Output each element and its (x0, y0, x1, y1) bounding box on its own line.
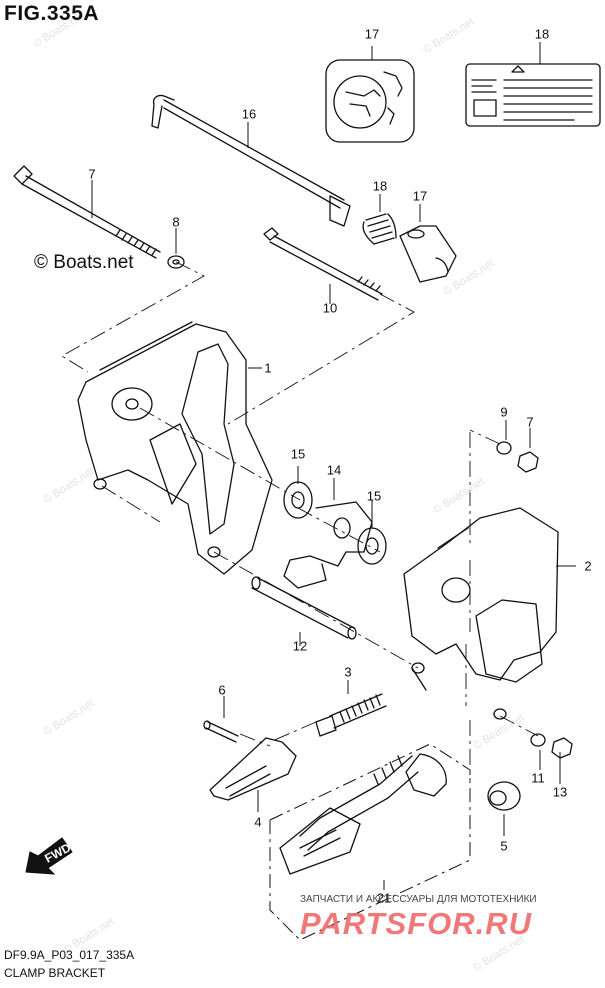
part-10-bolt (263, 227, 383, 301)
callout-9-top[interactable]: 8 (172, 214, 180, 230)
diagram-caption: CLAMP BRACKET (4, 966, 106, 980)
diagram-code: DF9.9A_P03_017_335A (4, 948, 135, 962)
part-5-pad (487, 781, 521, 811)
part-21-assembly (279, 753, 447, 875)
part-2-bracket (403, 507, 559, 720)
part-15-bushing-left (283, 481, 313, 519)
callout-10[interactable]: 10 (322, 300, 338, 316)
callout-6[interactable]: 6 (218, 682, 226, 698)
callout-15-right[interactable]: 15 (366, 488, 382, 504)
figure-title: FIG.335A (4, 2, 100, 25)
callout-21[interactable]: 21 (376, 890, 392, 906)
part-14-plate (283, 501, 373, 589)
watermark-subtitle: ЗАПЧАСТИ И АКСЕССУАРЫ ДЛЯ МОТОТЕХНИКИ (300, 894, 537, 905)
callout-1[interactable]: 1 (264, 360, 272, 376)
part-9-washer-right (496, 441, 512, 455)
construction-lines (61, 261, 539, 780)
part-3-screw (315, 693, 387, 737)
callout-11[interactable]: 11 (531, 770, 545, 786)
callout-2[interactable]: 2 (584, 558, 592, 574)
part-9-washer (167, 255, 185, 269)
callout-9-right[interactable]: 9 (500, 404, 508, 420)
part-15-bushing-right (357, 527, 387, 565)
callout-16[interactable]: 16 (241, 106, 257, 122)
callout-17[interactable]: 17 (412, 188, 428, 204)
callout-12[interactable]: 12 (292, 638, 308, 654)
callout-14[interactable]: 14 (326, 462, 342, 478)
callout-19[interactable]: 17 (364, 26, 380, 42)
callout-8[interactable]: 7 (526, 414, 534, 430)
part-18-spring (362, 213, 397, 245)
watermark-logo: PARTSFOR.RU (300, 906, 533, 941)
callout-3[interactable]: 3 (344, 664, 352, 680)
part-11-washer (530, 733, 546, 747)
part-8-nut (517, 451, 539, 473)
callout-18[interactable]: 18 (372, 178, 388, 194)
part-17-holder (399, 225, 457, 283)
part-6-pin (203, 720, 239, 743)
callout-13[interactable]: 13 (552, 784, 568, 800)
part-1-bracket (77, 321, 273, 575)
callout-4[interactable]: 4 (254, 814, 262, 830)
callout-7[interactable]: 7 (88, 166, 96, 182)
callout-20[interactable]: 18 (534, 26, 550, 42)
part-20-label (465, 63, 601, 127)
part-21-outline (269, 743, 471, 941)
fwd-arrow (25, 837, 73, 875)
part-4-handle (209, 737, 297, 801)
part-19-decal (325, 59, 415, 143)
callout-15-left[interactable]: 15 (290, 446, 306, 462)
leader-lines (91, 42, 576, 890)
copyright-notice: © Boats.net (34, 252, 134, 273)
part-7-bolt (13, 165, 161, 259)
callout-5[interactable]: 5 (500, 838, 508, 854)
part-16-rod (151, 94, 351, 227)
part-13-nut (551, 737, 573, 759)
